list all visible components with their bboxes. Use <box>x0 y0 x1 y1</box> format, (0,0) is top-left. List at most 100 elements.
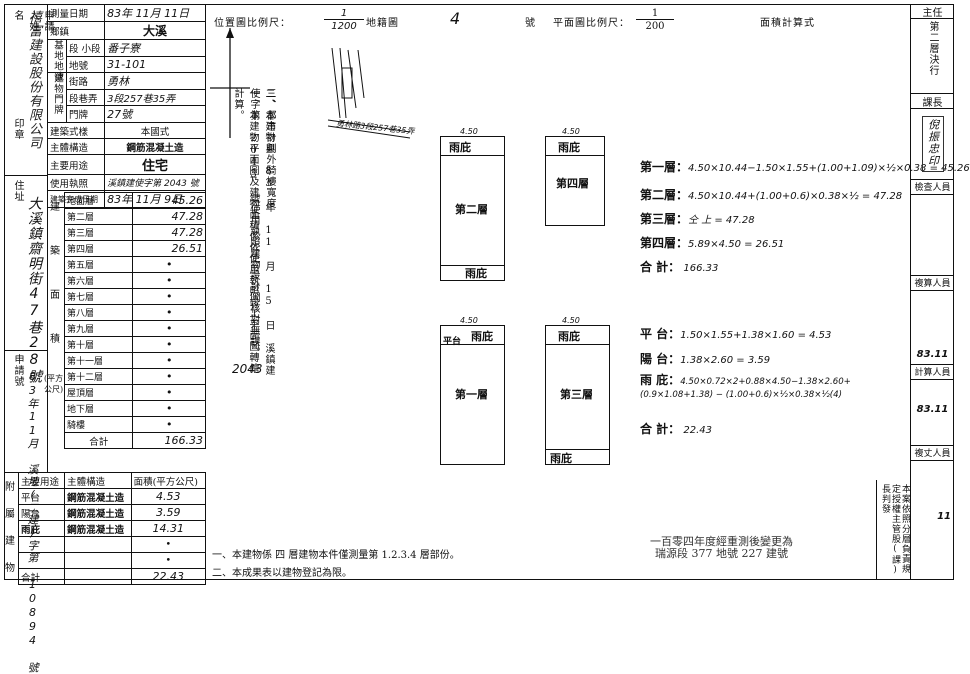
floor-name: 屋頂層 <box>63 384 134 401</box>
floor-row: 第八層• <box>63 304 206 321</box>
floor-plan-3: 雨庇 第三層 雨庇 <box>545 325 610 465</box>
floor-row: 騎樓• <box>63 416 206 433</box>
bottom-note-1: 一、本建物係 四 層建物本件僅測量第 1.2.3.4 層部份。 <box>212 550 460 561</box>
cadastral-label: 地籍圖 <box>366 18 399 29</box>
plan-scale-denominator: 200 <box>645 21 665 32</box>
floor3-dim: 4.50 <box>562 316 580 325</box>
note-permit-no: 2043 <box>232 362 263 376</box>
attach-header-use: 主要用途 <box>17 472 66 489</box>
floor-row: 第十層• <box>63 336 206 353</box>
location-scale-denominator: 1200 <box>331 21 357 32</box>
floor-row: 第六層• <box>63 272 206 289</box>
location-scale-label: 位置圖比例尺： <box>214 18 291 29</box>
attach-header-area: 面積(平方公尺) <box>130 472 207 489</box>
floor-area: • <box>132 256 206 273</box>
attach-total-value: 22.43 <box>130 568 207 585</box>
floor-name: 騎樓 <box>63 416 134 433</box>
floor1-dim: 4.50 <box>460 316 478 325</box>
floor-row: 第九層• <box>63 320 206 337</box>
area-unit-label: (平方公尺) <box>44 374 64 394</box>
floor-name: 第三層 <box>63 224 134 241</box>
floor-area: 47.28 <box>132 224 206 241</box>
calc-attach-total: 合 計： 22.43 <box>640 422 713 436</box>
floor-area: 47.28 <box>132 208 206 225</box>
floor-area: 26.51 <box>132 240 206 257</box>
floor-name: 第十層 <box>63 336 134 353</box>
calc-platform: 平 台：1.50×1.55+1.38×1.60 = 4.53 <box>640 327 832 341</box>
floor4-dim: 4.50 <box>562 127 580 136</box>
floor-area: • <box>132 272 206 289</box>
floor-plan-1: 平台 雨庇 第一層 <box>440 325 505 465</box>
floor-row: 地下層• <box>63 400 206 417</box>
application-no-value: 83年11月 溪地(二建)字第 10894 號 <box>26 370 39 674</box>
attach-total-label: 合計 <box>17 568 66 585</box>
floor-name: 第九層 <box>63 320 134 337</box>
floor-area: • <box>132 384 206 401</box>
floor-area: • <box>132 352 206 369</box>
address-label: 住址 <box>12 180 23 202</box>
floor-area: • <box>132 416 206 433</box>
note-two: 二、本建物與 83 年 11 月 15 日 溪鎮建使字第 2043 號使用執照建… <box>248 88 274 376</box>
note-three: 三、都市計劃外騎樓寬度 <box>264 88 275 209</box>
floor-row: 第七層• <box>63 288 206 305</box>
plan-scale-label: 平面圖比例尺： <box>553 18 630 29</box>
floor-area-side-label: 建 築 面 積 <box>50 202 60 345</box>
approval-panel: 主任 第二層決行 課長 倪振忠印 檢查人員 複算人員 83.11 計算人員 83… <box>911 4 954 522</box>
calc-floor-1: 第一層：4.50×10.44−1.50×1.55+(1.00+1.09)×½×0… <box>640 160 970 174</box>
attach-row: 陽台 鋼筋混凝土造 3.59 <box>17 504 207 521</box>
floor-name: 第二層 <box>63 208 134 225</box>
bottom-note-2: 二、本成果表以建物登記為限。 <box>212 568 352 579</box>
seal-label: 印章 <box>12 118 23 140</box>
floor-name: 地下層 <box>63 400 134 417</box>
floor-name: 第四層 <box>63 240 134 257</box>
application-no-label: 申請號 <box>12 354 23 387</box>
approval-seal: 倪振忠印 <box>921 116 944 172</box>
floor-name: 第六層 <box>63 272 134 289</box>
calc-canopy: 雨 庇：4.50×0.72×2+0.88×4.50−1.38×2.60+(0.9… <box>640 373 851 401</box>
floor-row: 第五層• <box>63 256 206 273</box>
floor-area: • <box>132 400 206 417</box>
attach-row: 雨庇 鋼筋混凝土造 14.31 <box>17 520 207 537</box>
floor-area: • <box>132 288 206 305</box>
document-frame <box>4 4 954 580</box>
floor-area: 45.26 <box>132 192 206 209</box>
floor-area: • <box>132 368 206 385</box>
floor2-dim: 4.50 <box>460 127 478 136</box>
floor-name: 第八層 <box>63 304 134 321</box>
revision-stamp: 一百零四年度經重測後變更為 瑞源段 377 地號 227 建號 <box>650 535 793 560</box>
attach-row: 平台 鋼筋混凝土造 4.53 <box>17 488 207 505</box>
plan-scale-numerator: 1 <box>636 8 674 20</box>
floor-row: 屋頂層• <box>63 384 206 401</box>
responsibility-note: 本案依照分層負責規定授權主管股(課)長判發 <box>880 484 910 576</box>
attached-building-side-label: 附 屬 建 物 <box>5 482 15 574</box>
floor-name: 第五層 <box>63 256 134 273</box>
cadastral-no: 4 <box>450 9 461 28</box>
floor-area: • <box>132 336 206 353</box>
attach-header-structure: 主體構造 <box>64 472 132 489</box>
address-value: 大溪鎮齋明街47巷28號 <box>26 196 42 384</box>
applicant-value: 禧富建設股份有限公司 <box>26 10 41 150</box>
note-one: 一、本建物平面圖及建物面積係依使用執照竣工平面圖轉繪計算。 <box>232 88 258 374</box>
calc-floor-4: 第四層：5.89×4.50 = 26.51 <box>640 236 785 250</box>
location-map <box>210 28 411 139</box>
floor-area: • <box>132 304 206 321</box>
floor-row: 第十一層• <box>63 352 206 369</box>
attached-building-table: 主要用途 主體構造 面積(平方公尺) 平台 鋼筋混凝土造 4.53 陽台 鋼筋混… <box>17 472 207 585</box>
floor-name: 第十一層 <box>63 352 134 369</box>
calc-floor-sum: 合 計： 166.33 <box>640 260 719 274</box>
calc-floor-2: 第二層：4.50×10.44+(1.00+0.6)×0.38×½ = 47.28 <box>640 188 903 202</box>
calc-balcony: 陽 台：1.38×2.60 = 3.59 <box>640 352 771 366</box>
area-calc-label: 面積計算式 <box>760 18 815 29</box>
floor-name: 第七層 <box>63 288 134 305</box>
floor-total-value: 166.33 <box>132 432 206 449</box>
floor-plan-2: 雨庇 第二層 雨庇 <box>440 136 505 281</box>
calc-floor-3: 第三層：仝 上 = 47.28 <box>640 212 755 226</box>
floor-plan-4: 雨庇 第四層 <box>545 136 605 226</box>
floor-name: 地面層 <box>63 192 134 209</box>
